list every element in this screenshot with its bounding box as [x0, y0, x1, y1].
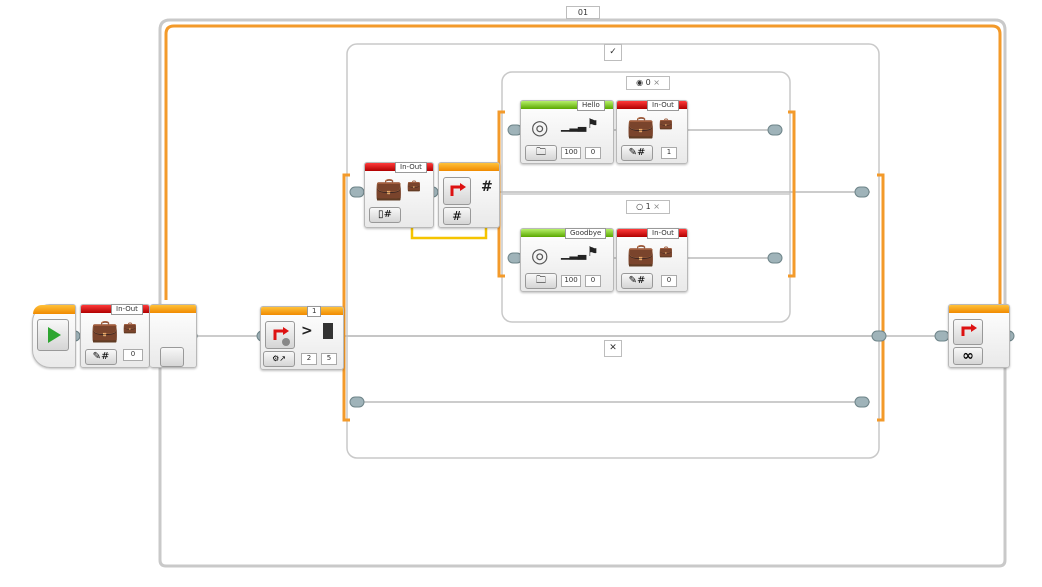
- briefcase-icon: 💼: [627, 115, 655, 140]
- compare-input-b[interactable]: 5: [321, 353, 337, 365]
- inner-case-0-tab[interactable]: ◉ 0 ×: [626, 76, 670, 90]
- briefcase-icon: 💼: [627, 243, 655, 268]
- pencil-numeric-icon: ✎: [92, 351, 101, 362]
- start-block[interactable]: [32, 304, 76, 368]
- sound-volume[interactable]: 100: [561, 275, 581, 287]
- switch-false-case-tab[interactable]: ✕: [604, 340, 622, 357]
- rotate-icon: [450, 183, 466, 196]
- small-briefcase-icon: 💼: [407, 179, 421, 192]
- numeric-symbol: #: [637, 147, 646, 158]
- variable-mode-selector[interactable]: ✎#: [621, 145, 653, 161]
- variable-name[interactable]: In-Out: [111, 304, 143, 315]
- loop-start-block[interactable]: [150, 304, 197, 368]
- sound-volume[interactable]: 100: [561, 147, 581, 159]
- speaker-icon: ◎: [531, 115, 549, 139]
- mode-selector[interactable]: ✎#: [85, 349, 117, 365]
- compare-header-value[interactable]: 1: [307, 306, 322, 317]
- small-briefcase-icon: 💼: [659, 117, 673, 130]
- variable-value[interactable]: 1: [661, 147, 677, 159]
- inner-switch-block[interactable]: # #: [438, 162, 500, 228]
- variable-block-write-0[interactable]: In-Out 💼 💼 ✎# 0: [616, 228, 688, 292]
- loop-frame: [158, 18, 1007, 568]
- briefcase-icon: 💼: [375, 177, 403, 202]
- case-1-value: 1: [645, 202, 651, 211]
- briefcase-icon: 💼: [91, 319, 119, 344]
- inner-switch-input[interactable]: #: [443, 207, 471, 225]
- sound-block-hello[interactable]: Hello ◎ ▁▂▃ ⚑ 🗀 100 0: [520, 100, 614, 164]
- compare-operator: >: [301, 323, 313, 339]
- compare-input-a[interactable]: 2: [301, 353, 317, 365]
- play-icon: [48, 327, 61, 343]
- switch-true-case-tab[interactable]: ✓: [604, 44, 622, 61]
- loop-exit-plug: [160, 347, 184, 367]
- inner-variable-name[interactable]: In-Out: [395, 162, 427, 173]
- loop-name-label[interactable]: 01: [566, 6, 600, 19]
- variable-mode-selector[interactable]: ✎#: [621, 273, 653, 289]
- loop-count-mode[interactable]: ∞: [953, 347, 983, 365]
- rotate-icon: [273, 327, 290, 346]
- sound-block-goodbye[interactable]: Goodbye ◎ ▁▂▃ ⚑ 🗀 100 0: [520, 228, 614, 292]
- close-icon[interactable]: ×: [650, 202, 660, 211]
- case-0-value: 0: [645, 78, 651, 87]
- compare-block[interactable]: 1 > ⚙↗ 2 5: [260, 306, 344, 370]
- book-numeric-icon: ▯: [378, 209, 384, 220]
- inner-switch-mode-selector[interactable]: [443, 177, 471, 205]
- flag-icon: ⚑: [587, 245, 599, 260]
- variable-name[interactable]: In-Out: [647, 100, 679, 111]
- compare-mode-selector[interactable]: ⚙↗: [263, 351, 295, 367]
- numeric-symbol: #: [481, 179, 493, 195]
- inner-switch-frame: [501, 71, 791, 323]
- variable-block-write-1[interactable]: In-Out 💼 💼 ✎# 1: [616, 100, 688, 164]
- inner-variable-mode-selector[interactable]: ▯#: [369, 207, 401, 223]
- variable-block-start[interactable]: In-Out 💼 💼 ✎# 0: [80, 304, 150, 368]
- loop-flow-wire: [164, 24, 1002, 310]
- variable-value[interactable]: 0: [661, 275, 677, 287]
- sound-file-selector[interactable]: 🗀: [525, 145, 557, 161]
- inner-case-1-tab[interactable]: ○ 1 ×: [626, 200, 670, 214]
- variable-value[interactable]: 0: [123, 349, 143, 361]
- loop-end-block[interactable]: ∞: [948, 304, 1010, 368]
- sound-file-selector[interactable]: 🗀: [525, 273, 557, 289]
- pencil-icon: ✎: [628, 275, 637, 286]
- radio-icon: ○: [636, 202, 646, 211]
- sound-play-type[interactable]: 0: [585, 147, 601, 159]
- flag-icon: ⚑: [587, 117, 599, 132]
- door-icon: [323, 323, 333, 339]
- small-briefcase-icon: 💼: [123, 321, 137, 334]
- loop-interrupt-selector[interactable]: [265, 321, 295, 349]
- loop-rotate-icon: [961, 324, 977, 336]
- small-briefcase-icon: 💼: [659, 245, 673, 258]
- pencil-icon: ✎: [628, 147, 637, 158]
- numeric-symbol: #: [637, 275, 646, 286]
- volume-icon: ▁▂▃: [561, 119, 587, 132]
- sound-play-type[interactable]: 0: [585, 275, 601, 287]
- sound-file-name[interactable]: Hello: [577, 100, 605, 111]
- numeric-symbol: #: [383, 209, 392, 220]
- speaker-icon: ◎: [531, 243, 549, 267]
- variable-block-inner[interactable]: In-Out 💼 💼 ▯#: [364, 162, 434, 228]
- sound-file-name[interactable]: Goodbye: [565, 228, 607, 239]
- volume-icon: ▁▂▃: [561, 247, 587, 260]
- data-wire: [410, 224, 488, 240]
- loop-mode-selector[interactable]: [953, 319, 983, 345]
- default-radio-icon: ◉: [636, 78, 646, 87]
- numeric-symbol: #: [101, 351, 110, 362]
- play-button[interactable]: [37, 319, 69, 351]
- close-icon[interactable]: ×: [650, 78, 660, 87]
- variable-name[interactable]: In-Out: [647, 228, 679, 239]
